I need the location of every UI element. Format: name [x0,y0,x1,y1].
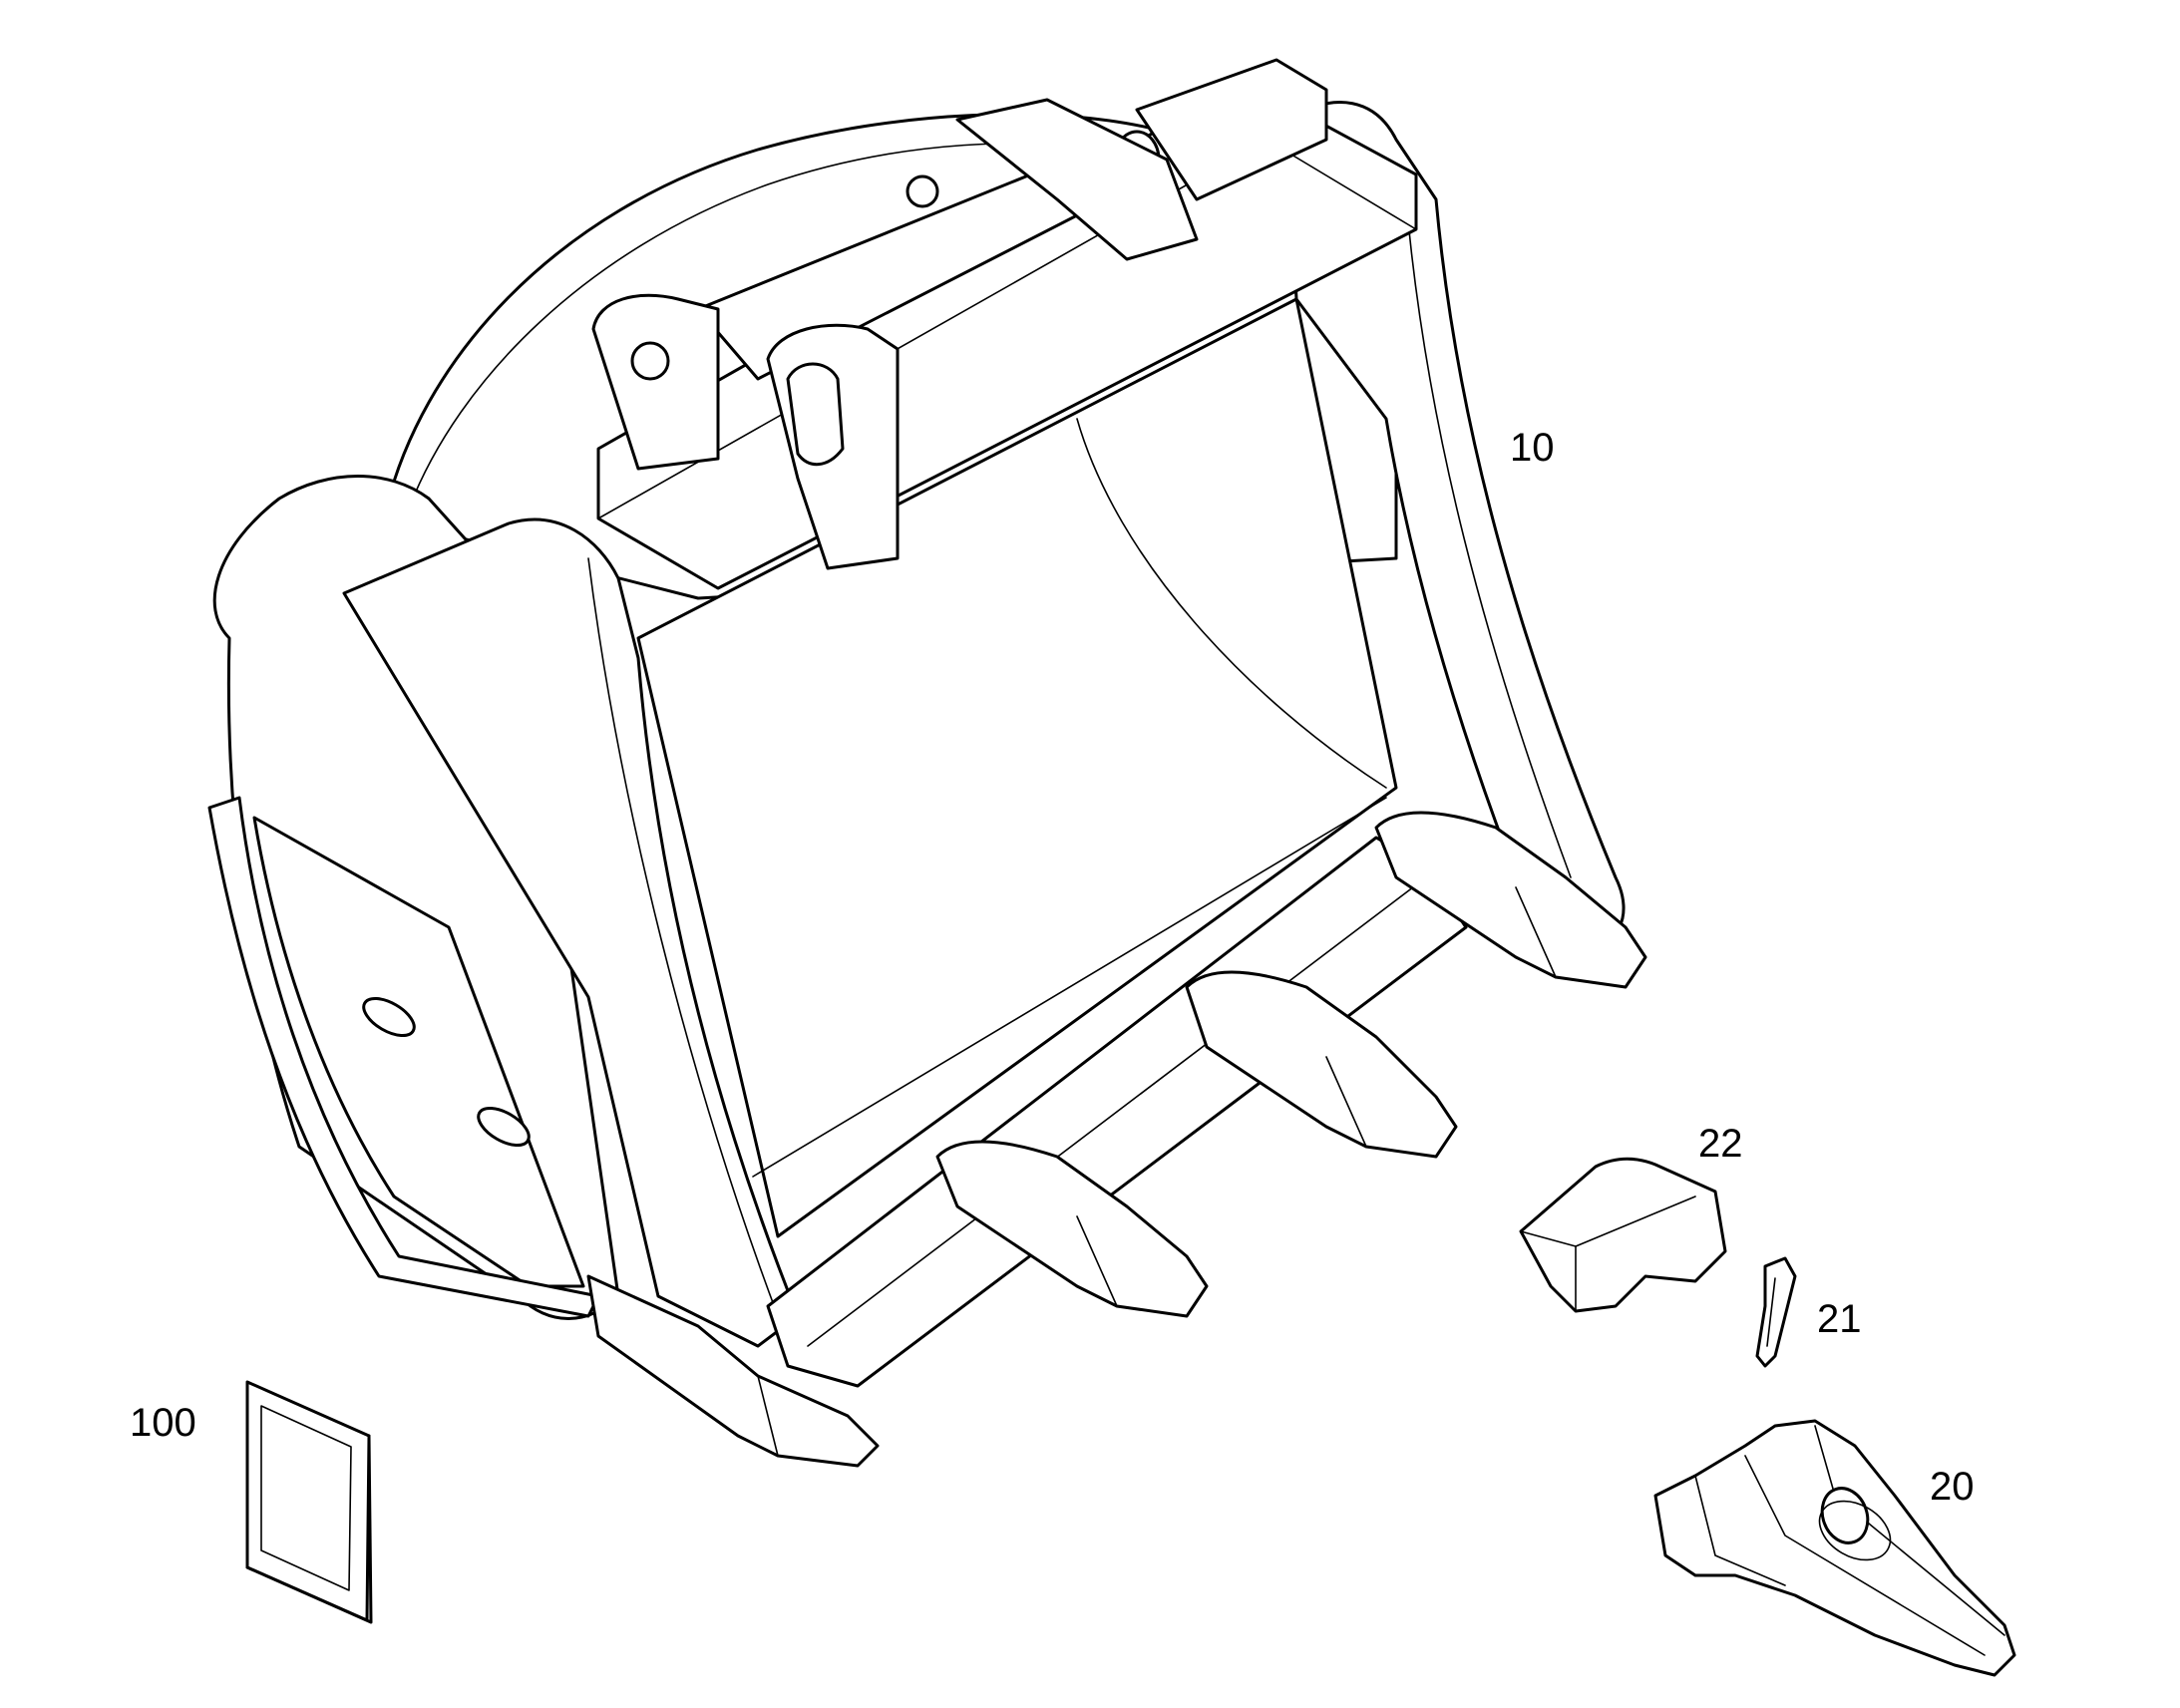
lip-tooth-2 [935,1140,1209,1318]
decal-part [245,1380,373,1624]
lip-tooth-3 [1185,970,1458,1159]
lip-tooth-1 [586,1274,880,1468]
left-plate-slot-1 [362,996,416,1038]
retainer-pin-part [1755,1256,1797,1368]
upper-bracket-hole [906,174,939,208]
mounting-ear-left-hole [630,341,670,381]
upper-bracket-right [1135,58,1328,201]
bucket-inner-curve [1076,418,1387,789]
bucket-left-wear-plate [252,816,585,1288]
callout-20: 20 [1930,1465,1975,1509]
bucket-assembly [207,58,1647,1468]
bucket-right-side-plate [1284,101,1626,949]
callout-22: 22 [1698,1122,1743,1166]
callout-21: 21 [1817,1297,1862,1341]
callout-10: 10 [1510,426,1555,470]
cutting-lip-edge [807,876,1427,1347]
tooth-adapter-part [1653,1419,2016,1677]
callout-100: 100 [130,1401,196,1445]
bucket-floor-line [752,797,1387,1178]
left-plate-slot-2 [477,1106,531,1148]
mounting-ear-right-hook [786,362,845,467]
mounting-ear-left [591,293,720,471]
bucket-left-front-panel [342,517,800,1348]
lip-tooth-4 [1374,811,1647,989]
bucket-interior [636,297,1398,1238]
bucket-right-side-inner [1405,198,1572,878]
left-front-panel-inner [587,557,779,1317]
upper-bracket-left [955,98,1199,261]
tooth-cap-part [1519,1157,1727,1313]
